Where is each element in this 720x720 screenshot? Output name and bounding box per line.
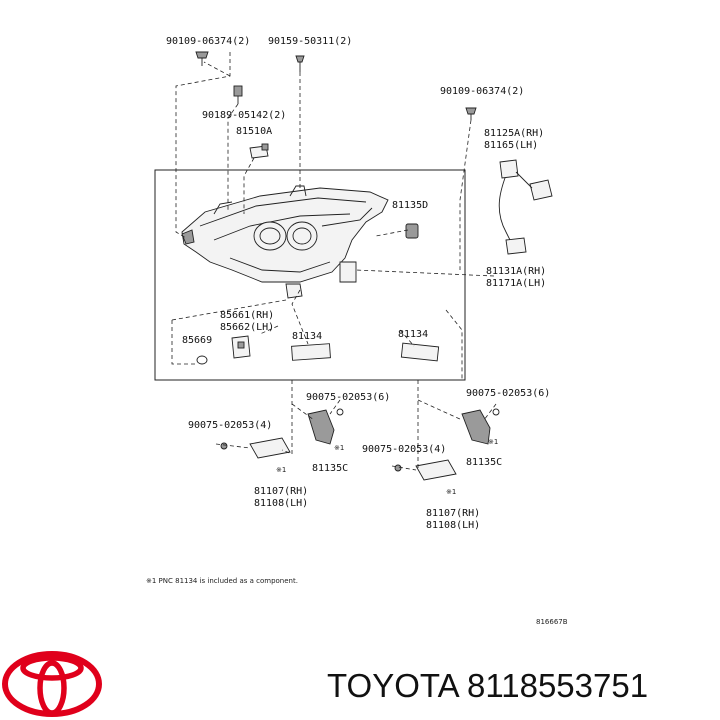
leader-lines [171, 52, 497, 471]
label-81108-a: 81108(LH) [254, 498, 308, 509]
bracket-85661 [231, 335, 251, 359]
bracket-81510a [249, 143, 269, 159]
mark-81135c-a: ※1 [334, 444, 344, 452]
oring-85669 [196, 355, 208, 365]
mark-81107-a: ※1 [276, 466, 286, 474]
gasket-81134-left [291, 343, 331, 361]
label-81108-b: 81108(LH) [426, 520, 480, 531]
toyota-logo-icon [2, 651, 102, 717]
label-81510a: 81510A [236, 126, 272, 137]
label-90159-50311: 90159-50311(2) [268, 36, 352, 47]
screw-90159 [295, 55, 305, 72]
label-81107-a: 81107(RH) [254, 486, 308, 497]
label-85669: 85669 [182, 335, 212, 346]
screw-90109-left [195, 51, 209, 66]
label-81131a: 81131A(RH) [486, 266, 546, 277]
wire-harness-81125a [498, 159, 553, 255]
label-81125a: 81125A(RH) [484, 128, 544, 139]
label-85662: 85662(LH) [220, 322, 274, 333]
label-90075-02053-c: 90075-02053(4) [188, 420, 272, 431]
footnote: ※1 PNC 81134 is included as a component. [146, 577, 298, 585]
label-90189-05142: 90189-05142(2) [202, 110, 286, 121]
label-90075-02053-d: 90075-02053(4) [362, 444, 446, 455]
actuator-81135c-right [461, 408, 500, 445]
label-81134-a: 81134 [292, 331, 322, 342]
gasket-81134-right [400, 342, 440, 362]
label-81135d: 81135D [392, 200, 428, 211]
label-81135c-a: 81135C [312, 463, 348, 474]
headlamp-assembly [181, 185, 389, 299]
label-81107-b: 81107(RH) [426, 508, 480, 519]
screw-90109-right [465, 107, 477, 120]
label-90075-02053-a: 90075-02053(6) [306, 392, 390, 403]
grommet-90189 [233, 85, 243, 104]
mark-81135c-b: ※1 [488, 438, 498, 446]
ecu-81107-right [394, 459, 457, 481]
label-90109-06374-a: 90109-06374(2) [166, 36, 250, 47]
cap-81135d [405, 223, 419, 239]
label-81134-b: 81134 [398, 329, 428, 340]
label-81171a: 81171A(LH) [486, 278, 546, 289]
actuator-81135c-left [307, 408, 344, 445]
ecu-81107-left [220, 437, 291, 459]
brand-caption: TOYOTA 8118553751 [327, 667, 648, 704]
label-90075-02053-b: 90075-02053(6) [466, 388, 550, 399]
label-81165: 81165(LH) [484, 140, 538, 151]
mark-81107-b: ※1 [446, 488, 456, 496]
diagram-code: 816667B [536, 618, 568, 626]
label-81135c-b: 81135C [466, 457, 502, 468]
label-85661: 85661(RH) [220, 310, 274, 321]
label-90109-06374-b: 90109-06374(2) [440, 86, 524, 97]
